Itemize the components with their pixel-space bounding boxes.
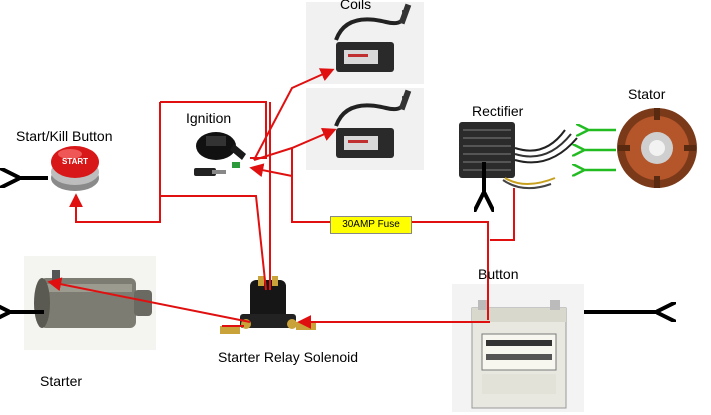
starter-motor-photo — [24, 256, 156, 350]
stator-label: Stator — [628, 86, 666, 102]
ignition-switch-photo — [194, 132, 246, 176]
wire-fuse-line — [291, 148, 489, 320]
stator-photo — [617, 108, 697, 188]
start-kill-button-photo: START — [51, 146, 99, 191]
rectifier-label: Rectifier — [472, 103, 524, 119]
rectifier-photo — [459, 122, 578, 190]
coils-label: Coils — [340, 0, 372, 12]
starter-label: Starter — [40, 373, 83, 389]
start-kill-button-label: Start/Kill Button — [16, 128, 113, 144]
starter-relay-label: Starter Relay Solenoid — [218, 349, 359, 365]
wire-rectifier-to-battery — [490, 188, 515, 241]
battery-label: Button — [478, 266, 519, 282]
ignition-label: Ignition — [186, 110, 232, 126]
wire-relay-to-start-button — [69, 193, 161, 223]
wire-ignition-to-coil-top — [253, 68, 335, 161]
wire-fuse-to-ignition — [249, 163, 293, 178]
fuse-label: 30AMP Fuse — [330, 216, 412, 234]
battery-photo — [452, 284, 584, 412]
coil-photo-bottom — [306, 88, 424, 170]
start-cap-text: START — [62, 157, 88, 166]
wire-ignition-relay-loop — [159, 101, 271, 291]
wire-relay-to-starter — [47, 277, 251, 323]
